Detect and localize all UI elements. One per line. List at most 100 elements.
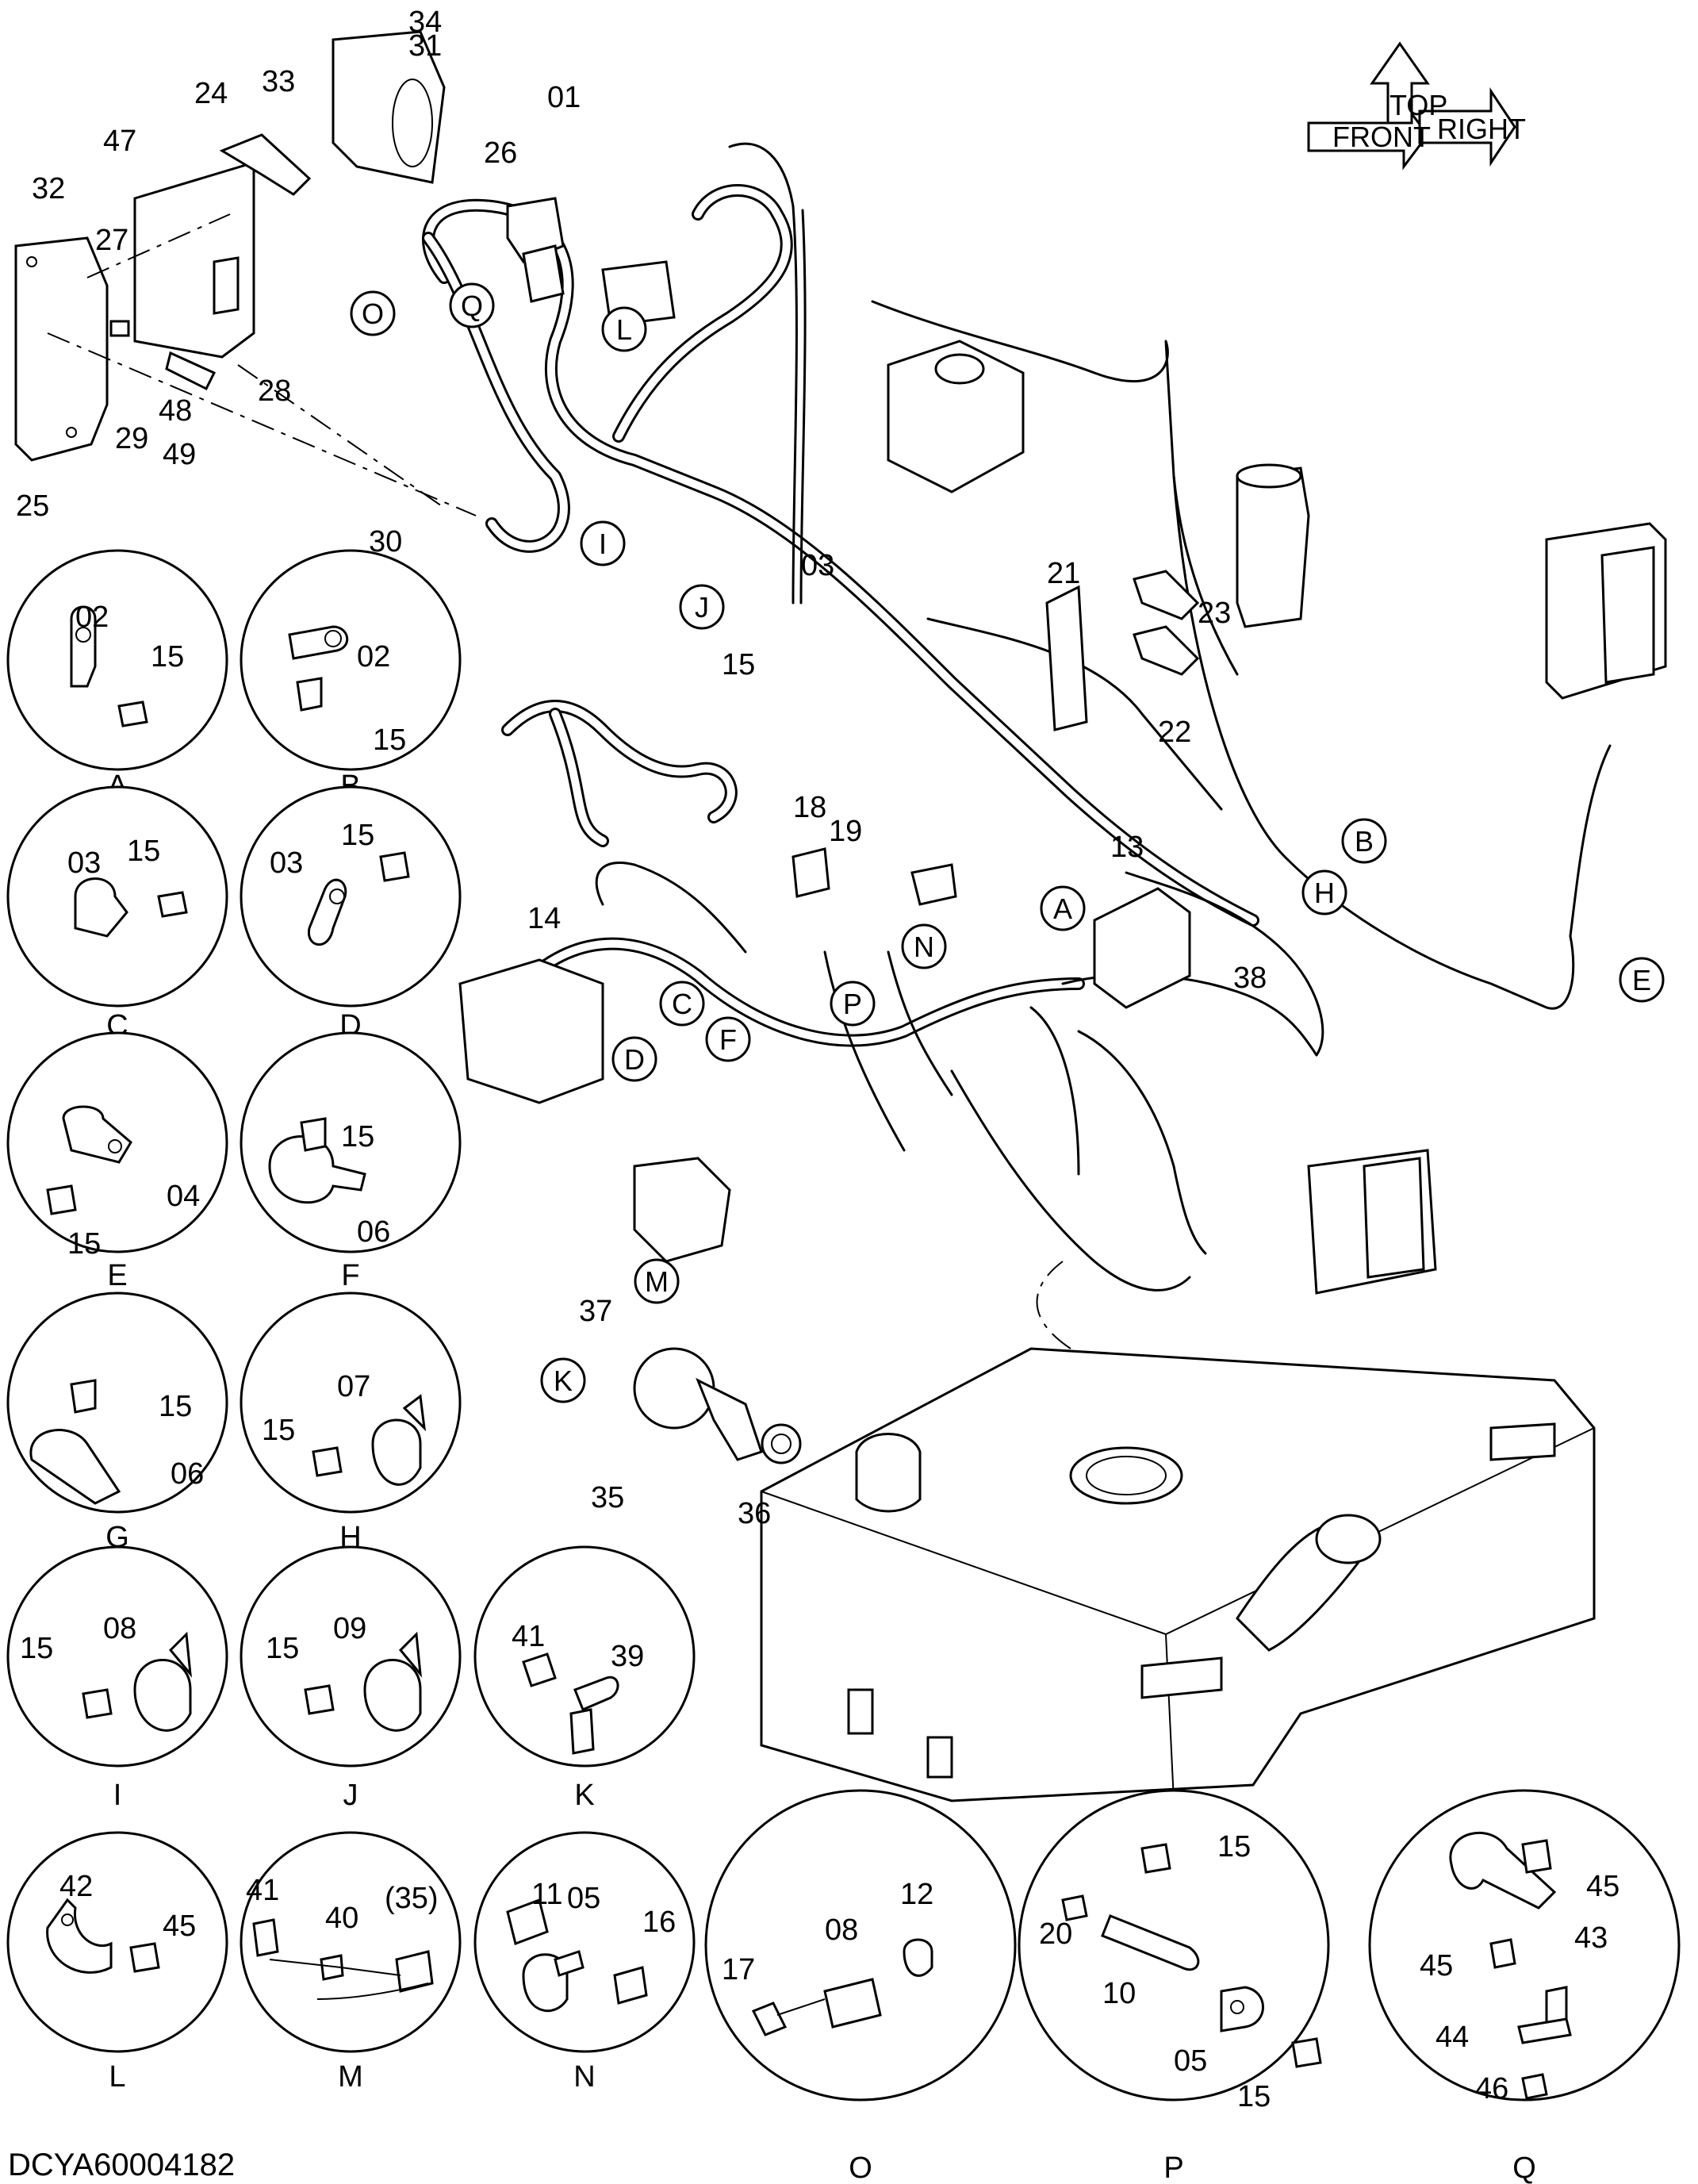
part-number-label: 37	[579, 1295, 612, 1328]
detail-j: 09 15 J	[240, 1545, 462, 1812]
detail-d: 03 15 D	[240, 785, 462, 1042]
detail-o: 08 12 17 O	[704, 1789, 1017, 2184]
detail-g-part: 15	[159, 1390, 192, 1423]
detail-p-caption: P	[1163, 2151, 1183, 2184]
part-number-label: 26	[484, 136, 517, 170]
detail-p-part: 15	[1237, 2080, 1271, 2113]
detail-views: 02 15 A 02 15 B 03 15 C 03	[6, 549, 1681, 2184]
part-number-label: 22	[1158, 716, 1191, 749]
callout-letter: D	[624, 1043, 645, 1076]
callout-letter: Q	[461, 290, 483, 322]
part-number-label: 14	[527, 902, 561, 935]
detail-i-caption: I	[113, 1779, 122, 1812]
detail-a: 02 15 A	[6, 549, 228, 803]
detail-g-part: 06	[171, 1457, 204, 1491]
part-number-label: 49	[163, 438, 196, 471]
detail-n-caption: N	[573, 2060, 595, 2094]
part-number-label: 21	[1047, 557, 1080, 590]
detail-k-part: 41	[512, 1620, 545, 1653]
detail-m-caption: M	[338, 2060, 363, 2094]
detail-f-part: 15	[341, 1120, 374, 1153]
callout-letter: N	[914, 931, 934, 963]
drawing-id: DCYA60004182	[8, 2148, 235, 2182]
callout-letter: M	[645, 1265, 669, 1298]
part-number-label: 35	[591, 1481, 624, 1514]
part-number-label: 23	[1198, 597, 1231, 630]
detail-j-part: 15	[266, 1632, 299, 1665]
part-number-label: 19	[829, 815, 862, 848]
detail-b-part: 02	[357, 640, 390, 674]
callout-letter: O	[362, 297, 384, 330]
detail-f: 15 06 F	[240, 1031, 462, 1292]
part-number-label: 34	[408, 6, 442, 39]
detail-o-caption: O	[849, 2151, 872, 2184]
callout-letter: J	[695, 591, 709, 624]
part-number-label: 29	[115, 422, 148, 455]
detail-c-part: 03	[67, 846, 101, 880]
detail-h: 07 15 H	[240, 1292, 462, 1554]
detail-a-part: 15	[151, 640, 184, 674]
detail-p-part: 15	[1217, 1830, 1251, 1864]
detail-o-part: 17	[722, 1953, 755, 1986]
callout-letter: C	[672, 988, 692, 1020]
part-number-label: 25	[16, 489, 49, 523]
orientation-front: FRONT	[1332, 121, 1431, 153]
detail-n-part: 16	[642, 1906, 676, 1939]
main-callouts: A B C D E F H I J K L M N O P Q	[350, 282, 1665, 1403]
detail-m: 41 40 (35) M	[240, 1831, 462, 2094]
callout-letter: L	[616, 313, 632, 346]
detail-p-part: 20	[1039, 1917, 1072, 1951]
detail-c: 03 15 C	[6, 785, 228, 1042]
detail-f-caption: F	[341, 1259, 359, 1292]
detail-e-part: 15	[67, 1227, 101, 1261]
detail-i-part: 15	[20, 1632, 53, 1665]
detail-l-part: 42	[59, 1870, 93, 1903]
detail-q-part: 45	[1586, 1870, 1619, 1903]
detail-j-caption: J	[343, 1779, 358, 1812]
detail-q-part: 43	[1574, 1921, 1608, 1955]
detail-m-part: 40	[325, 1902, 358, 1935]
part-number-label: 01	[547, 81, 581, 114]
part-number-label: 38	[1233, 961, 1267, 995]
callout-letter: B	[1355, 825, 1374, 858]
detail-e-part: 04	[167, 1180, 200, 1213]
detail-i: 08 15 I	[6, 1545, 228, 1812]
part-number-label: 13	[1110, 831, 1144, 864]
detail-l-caption: L	[109, 2060, 125, 2094]
detail-q-part: 44	[1435, 2021, 1469, 2054]
orientation-top: TOP	[1389, 89, 1447, 121]
part-number-label: 27	[95, 224, 128, 257]
detail-q: 45 43 45 44 46 Q	[1368, 1789, 1681, 2184]
detail-p-part: 10	[1102, 1977, 1136, 2010]
part-number-label: 24	[194, 77, 228, 110]
detail-d-part: 15	[341, 819, 374, 852]
callout-letter: P	[843, 988, 862, 1020]
part-number-label: 48	[159, 394, 192, 428]
detail-e: 04 15 E	[6, 1031, 228, 1292]
detail-j-part: 09	[333, 1612, 366, 1645]
part-number-label: 31	[408, 29, 442, 63]
part-number-label: 36	[738, 1497, 771, 1530]
callout-letter: I	[599, 528, 607, 560]
part-number-label: 47	[103, 125, 136, 158]
callout-letter: H	[1314, 877, 1335, 909]
detail-l: 42 45 L	[6, 1831, 228, 2094]
detail-k: 41 39 K	[473, 1545, 696, 1812]
detail-n: 11 05 16 N	[473, 1831, 696, 2094]
detail-p: 15 20 10 05 15 P	[1018, 1789, 1330, 2184]
detail-m-part: 41	[246, 1874, 279, 1907]
detail-b: 02 15 B	[240, 549, 462, 803]
detail-g: 15 06 G	[6, 1292, 228, 1554]
detail-k-caption: K	[574, 1779, 594, 1812]
detail-o-part: 08	[825, 1913, 858, 1947]
detail-a-part: 02	[75, 601, 109, 634]
part-number-label: 32	[32, 172, 65, 205]
detail-q-part: 46	[1475, 2072, 1508, 2105]
detail-d-part: 03	[270, 846, 303, 880]
detail-p-part: 05	[1174, 2044, 1207, 2078]
callout-letter: K	[554, 1365, 573, 1397]
detail-c-part: 15	[127, 835, 160, 868]
controller-assembly	[14, 30, 477, 516]
harness-components	[458, 197, 1667, 1464]
